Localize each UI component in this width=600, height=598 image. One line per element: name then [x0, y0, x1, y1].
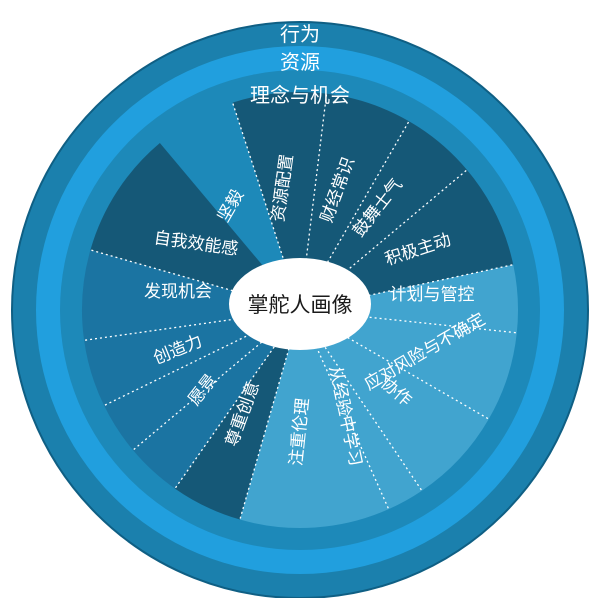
segment-wedge	[300, 310, 422, 510]
segment-wedge	[300, 310, 517, 419]
segment-wedge	[81, 249, 300, 341]
center-ellipse	[229, 258, 371, 350]
center-label: 掌舵人画像	[248, 293, 353, 317]
segments-layer	[81, 91, 519, 529]
segment-wedge	[174, 310, 300, 520]
segment-wedge	[133, 310, 300, 489]
behavior-ring-label: 行为	[280, 22, 320, 46]
segment-label: 发现机会	[144, 282, 212, 302]
segment-wedge	[300, 121, 467, 311]
segment-wedge	[232, 91, 327, 311]
segment-wedge	[84, 310, 301, 406]
segment-wedge	[300, 93, 409, 311]
segment-wedge	[300, 310, 489, 491]
segment-wedge	[300, 264, 519, 333]
segment-label: 计划与管控	[390, 285, 475, 305]
resources-ring-label: 资源	[280, 50, 320, 74]
segment-wedge	[239, 310, 389, 529]
segment-wedge	[104, 310, 300, 451]
segment-wedge	[90, 143, 300, 310]
concepts-ring-label: 理念与机会	[250, 83, 350, 107]
